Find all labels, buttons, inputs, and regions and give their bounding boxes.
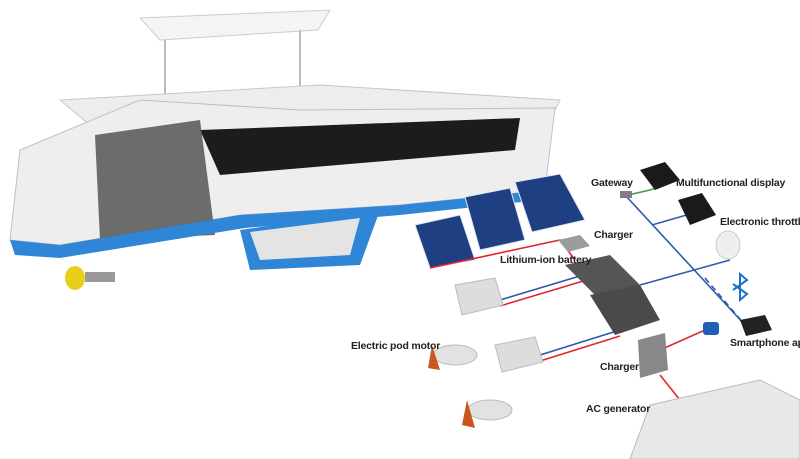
power-cables — [429, 184, 746, 401]
gateway-device — [620, 191, 632, 198]
label-smartphone-app: Smartphone app — [730, 337, 800, 349]
pod-motor-controller-1 — [454, 277, 504, 316]
smartphone-device — [740, 315, 772, 336]
label-charger-solar: Charger — [594, 229, 633, 241]
pod-motor-2 — [467, 399, 513, 421]
label-electric-pod-motor: Electric pod motor — [351, 340, 441, 352]
label-electronic-throttle: Electronic throttle — [720, 216, 800, 228]
label-gateway: Gateway — [591, 177, 633, 189]
catamaran-illustration — [9, 9, 561, 290]
shore-power-inlet — [703, 322, 719, 335]
bluetooth-icon — [732, 271, 749, 303]
label-ac-generator: AC generator — [586, 403, 651, 415]
electronic-throttle-device — [678, 193, 716, 225]
ac-charger-device — [638, 333, 668, 378]
solar-charger-device — [558, 235, 590, 252]
ac-generator-device — [629, 379, 800, 459]
battery-2 — [590, 285, 660, 335]
label-multifunctional-display: Multifunctional display — [676, 177, 786, 189]
devices — [428, 162, 800, 459]
solar-panels — [414, 173, 586, 269]
label-lithium-ion-battery: Lithium-ion battery — [500, 254, 592, 266]
pod-motor-controller-2 — [494, 336, 544, 373]
label-charger-ac: Charger — [600, 361, 639, 373]
multifunctional-display-device — [640, 162, 680, 190]
throttle-lever-device — [715, 230, 741, 260]
